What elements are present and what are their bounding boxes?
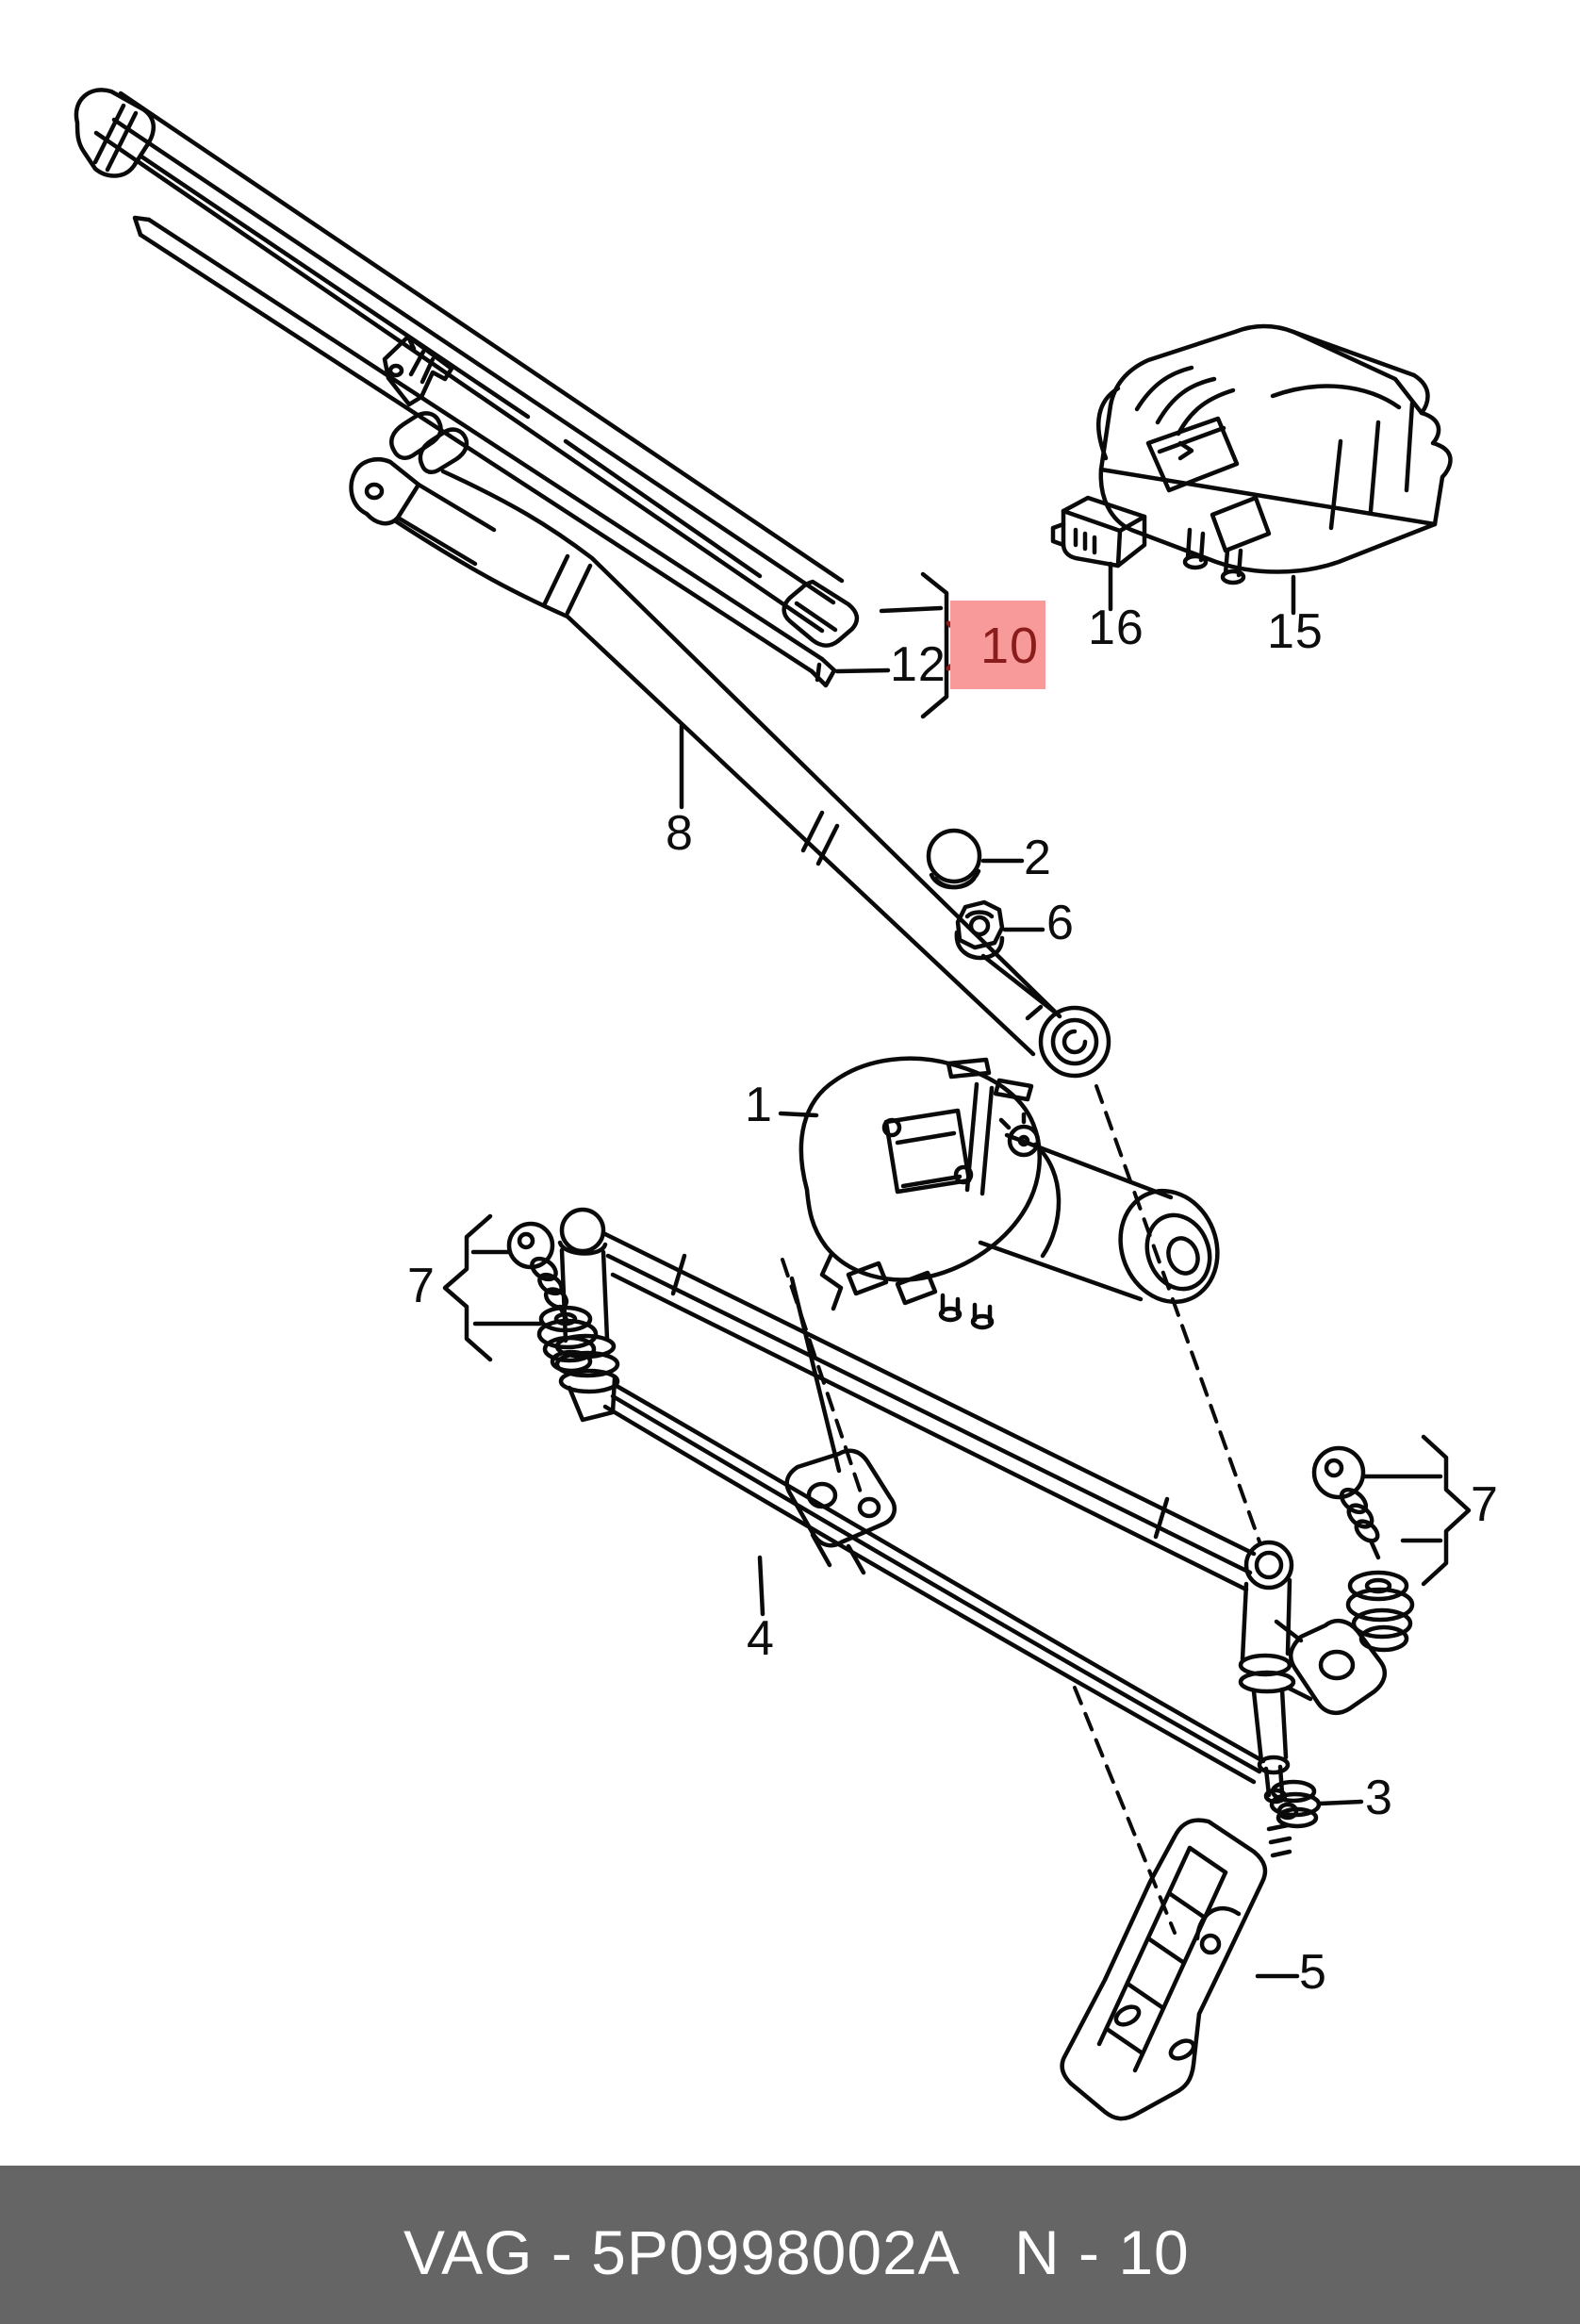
part-label-4[interactable]: 4 <box>747 1611 775 1666</box>
catalog-part-number: VAG - 5P0998002A <box>403 2217 961 2287</box>
part-label-7[interactable]: 7 <box>407 1259 436 1313</box>
fastener-group-left-art <box>442 1213 599 1374</box>
catalog-page-code: N - 10 <box>1014 2217 1190 2287</box>
wiper-refill-strip-art <box>132 215 837 688</box>
assembly-reference-lines <box>781 1084 1262 1935</box>
part-label-10-highlighted[interactable]: 10 <box>980 618 1040 674</box>
part-label-16[interactable]: 16 <box>1088 601 1144 655</box>
grommet-art <box>1269 1779 1364 1829</box>
mounting-bracket-art <box>1060 1818 1300 2121</box>
part-label-12[interactable]: 12 <box>890 637 946 692</box>
footer-bar <box>0 2166 1580 2324</box>
wiper-motor-art <box>778 1056 1220 1330</box>
linkage-frame-art <box>554 1207 1388 1858</box>
part-label-3[interactable]: 3 <box>1365 1771 1393 1825</box>
pivot-cap-art <box>926 828 1025 890</box>
part-label-2[interactable]: 2 <box>1024 831 1052 885</box>
highlighted-part-box[interactable] <box>950 601 1045 689</box>
fastener-group-right-art <box>1311 1434 1472 1653</box>
part-label-5[interactable]: 5 <box>1299 1945 1327 2000</box>
pivot-nut-art <box>954 899 1061 1017</box>
part-label-7[interactable]: 7 <box>1471 1477 1499 1532</box>
connector-plug-art <box>1050 495 1147 612</box>
part-label-6[interactable]: 6 <box>1046 896 1075 950</box>
part-label-1[interactable]: 1 <box>745 1078 773 1132</box>
part-label-8[interactable]: 8 <box>666 806 694 861</box>
part-label-15[interactable]: 15 <box>1267 604 1324 659</box>
wiper-arm-art <box>349 411 1111 1079</box>
wiper-control-module-art <box>1096 323 1453 616</box>
wiper-blade-art <box>74 88 860 648</box>
